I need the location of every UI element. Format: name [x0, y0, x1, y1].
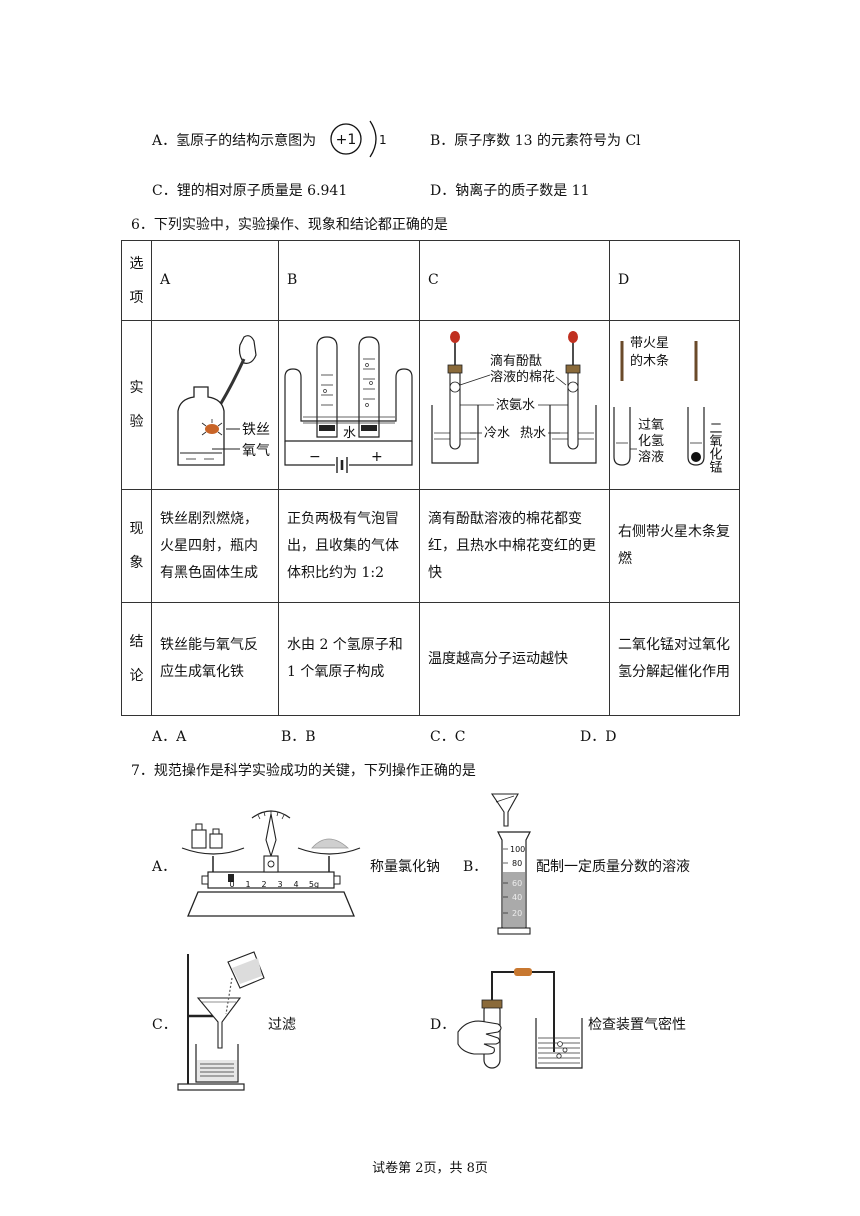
electrolysis-figure: 水 − +	[284, 336, 413, 473]
q6-table: 选项 A B C D 实验	[121, 240, 740, 716]
label-ammonia: 浓氨水	[496, 398, 535, 413]
balance-tick-5g: 5g	[309, 880, 319, 889]
q7-stem: 7．规范操作是科学实验成功的关键，下列操作正确的是	[131, 763, 476, 779]
balance-tick-2: 2	[261, 880, 266, 889]
page-footer: 试卷第 2页，共 8页	[372, 1161, 488, 1176]
q6-choice-d[interactable]: D．D	[580, 729, 617, 745]
q6-choice-c[interactable]: C．C	[430, 729, 466, 745]
cylinder-mark-60: 60	[512, 879, 522, 888]
label-positive: +	[371, 449, 383, 465]
balance-tick-4: 4	[293, 880, 298, 889]
q6-stem: 6．下列实验中，实验操作、现象和结论都正确的是	[131, 217, 448, 233]
cylinder-mark-80: 80	[512, 859, 522, 868]
balance-tick-1: 1	[245, 880, 250, 889]
col-b: B	[278, 240, 420, 321]
label-h2o2-1: 过氧	[638, 418, 664, 433]
balance-figure: 0 1 2 3 4 5g	[181, 810, 361, 917]
q7-option-a-text[interactable]: 称量氯化钠	[370, 859, 440, 875]
row-header-experiment: 实验	[121, 320, 152, 490]
molecular-motion-figure: 滴有酚酞 溶液的棉花 浓氨水 冷水 热水	[431, 331, 597, 464]
airtightness-figure	[457, 968, 583, 1069]
label-cold-water: 冷水	[484, 426, 510, 441]
phenomenon-b: 正负两极有气泡冒出，且收集的气体体积比约为 1:2	[278, 489, 420, 603]
label-iron-wire: 铁丝	[242, 422, 270, 438]
q7-option-c-letter[interactable]: C．	[152, 1017, 177, 1033]
cylinder-mark-100: 100	[510, 845, 525, 854]
balance-tick-0: 0	[229, 880, 234, 889]
conclusion-b: 水由 2 个氢原子和 1 个氧原子构成	[278, 602, 420, 716]
q7-option-b-text[interactable]: 配制一定质量分数的溶液	[536, 859, 690, 875]
phenomenon-d: 右侧带火星木条复燃	[609, 489, 740, 603]
exp-d-cell: 带火星 的木条 过氧 化氢 溶液 二氧化锰	[609, 320, 740, 490]
label-h2o2-3: 溶液	[638, 450, 664, 465]
hydrogen-atom-diagram: +1 1	[330, 120, 386, 158]
q5-option-b: B．原子序数 13 的元素符号为 Cl	[430, 133, 641, 149]
electron-count: 1	[379, 133, 386, 147]
label-glowing-stick-2: 的木条	[630, 353, 669, 369]
label-cotton-1: 滴有酚酞	[490, 353, 542, 369]
phenomenon-c: 滴有酚酞溶液的棉花都变红，且热水中棉花变红的更快	[419, 489, 610, 603]
conclusion-a: 铁丝能与氧气反应生成氧化铁	[151, 602, 279, 716]
exp-c-cell: 滴有酚酞 溶液的棉花 浓氨水 冷水 热水	[419, 320, 610, 490]
row-header-phenomenon: 现象	[121, 489, 152, 603]
iron-wire-oxygen-figure: 铁丝 氧气	[177, 335, 270, 466]
col-d: D	[609, 240, 740, 321]
label-negative: −	[309, 449, 321, 465]
exp-b-cell: 水 − +	[278, 320, 420, 490]
label-oxygen: 氧气	[242, 443, 270, 459]
row-header-option: 选项	[121, 240, 152, 321]
conclusion-d: 二氧化锰对过氧化氢分解起催化作用	[609, 602, 740, 716]
col-c: C	[419, 240, 610, 321]
q5-option-d: D．钠离子的质子数是 11	[430, 183, 590, 199]
q7-option-d-text[interactable]: 检查装置气密性	[588, 1017, 686, 1033]
label-glowing-stick-1: 带火星	[630, 336, 669, 351]
label-h2o2-2: 化氢	[638, 434, 664, 449]
row-header-conclusion: 结论	[121, 602, 152, 716]
q5-option-c: C．锂的相对原子质量是 6.941	[152, 183, 348, 199]
label-water: 水	[343, 426, 356, 441]
label-mno2: 二氧化锰	[707, 421, 723, 473]
q5-option-a: A．氢原子的结构示意图为	[152, 133, 317, 149]
filtration-figure	[177, 951, 265, 1091]
conclusion-c: 温度越高分子运动越快	[419, 602, 610, 716]
cylinder-mark-40: 40	[512, 893, 522, 902]
balance-tick-3: 3	[277, 880, 282, 889]
cylinder-figure: 100 80 60 40 20	[490, 793, 531, 935]
q6-choice-b[interactable]: B．B	[281, 729, 316, 745]
q7-option-a-letter[interactable]: A．	[152, 859, 177, 875]
cylinder-mark-20: 20	[512, 909, 522, 918]
exp-a-cell: 铁丝 氧气	[151, 320, 279, 490]
q7-option-c-text[interactable]: 过滤	[268, 1017, 296, 1033]
label-cotton-2: 溶液的棉花	[490, 369, 555, 385]
q7-option-d-letter[interactable]: D．	[430, 1017, 456, 1033]
label-hot-water: 热水	[520, 426, 546, 441]
catalyst-figure: 带火星 的木条 过氧 化氢 溶液 二氧化锰	[613, 336, 723, 473]
q7-option-b-letter[interactable]: B．	[463, 859, 488, 875]
nucleus-charge: +1	[336, 132, 357, 148]
q6-choice-a[interactable]: A．A	[152, 729, 187, 745]
col-a: A	[151, 240, 279, 321]
phenomenon-a: 铁丝剧烈燃烧，火星四射，瓶内有黑色固体生成	[151, 489, 279, 603]
